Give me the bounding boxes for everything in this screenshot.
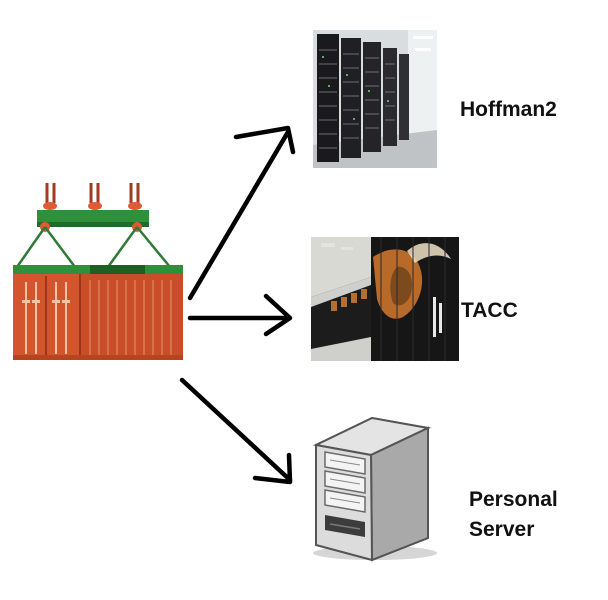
tacc-supercomputer-image xyxy=(311,237,459,361)
arrow-to-hoffman2 xyxy=(187,125,296,301)
arrow-to-tacc xyxy=(187,293,293,337)
hoffman2-server-room-image xyxy=(313,30,437,168)
personal-server-label-line-2: Server xyxy=(469,518,535,541)
personal-server-label-line-1: Personal xyxy=(469,488,558,511)
arrow-to-personal-server xyxy=(179,377,293,485)
hoffman2-label: Hoffman2 xyxy=(460,98,557,121)
personal-server-label: Personal Server xyxy=(469,485,558,545)
tacc-label: TACC xyxy=(461,299,518,322)
